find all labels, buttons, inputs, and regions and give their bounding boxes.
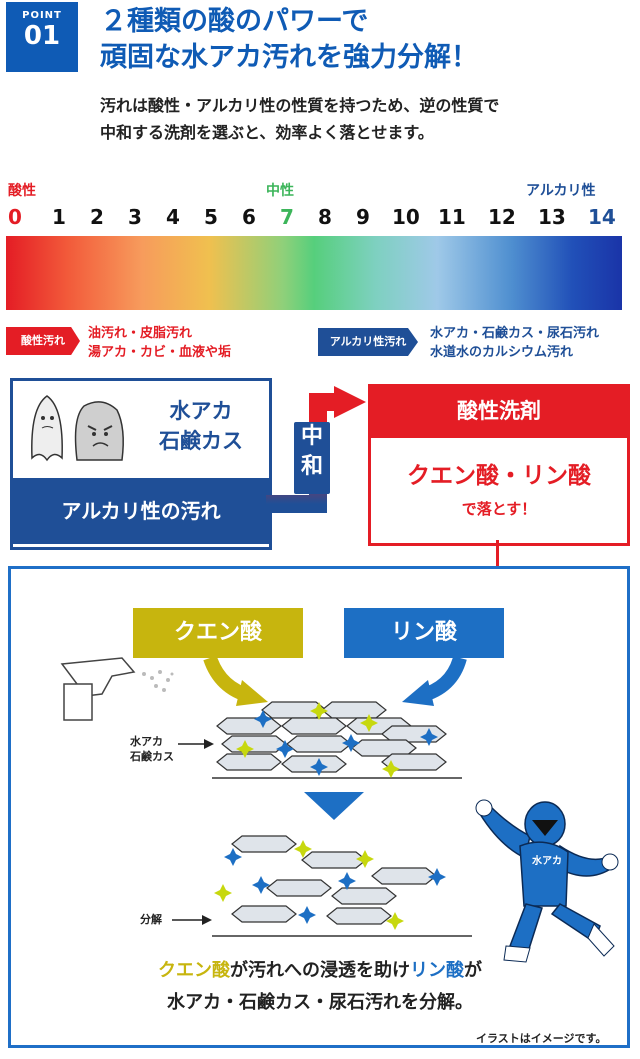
acid-detergent-sub: で落とす！ (461, 500, 537, 518)
title-line-2: 頑固な水アカ汚れを強力分解！ (100, 42, 478, 73)
caption-end: が (464, 960, 482, 981)
phosphoric-acid-label: リン酸 (344, 608, 504, 658)
alkaline-dirt-bar: アルカリ性の汚れ (10, 478, 272, 544)
neutralize-char-1: 中 (300, 424, 323, 449)
dirt-layer-label: 水アカ 石鹸カス (130, 734, 174, 764)
page-title: ２種類の酸のパワーで 頑固な水アカ汚れを強力分解！ (100, 4, 640, 76)
pointer-arrow-icon (178, 739, 214, 749)
ph-number-5: 5 (204, 205, 218, 229)
ph-number-12: 12 (488, 205, 516, 229)
badge-number: 01 (23, 21, 61, 51)
dirt-label-2: 石鹸カス (130, 750, 174, 763)
acid-detergent-heading: 酸性洗剤 (368, 384, 630, 438)
alk-box-line-2: 石鹸カス (159, 429, 243, 453)
alk-box-line-1: 水アカ (169, 399, 233, 423)
blue-hero-character (475, 799, 619, 963)
ph-number-3: 3 (128, 205, 142, 229)
ph-number-11: 11 (438, 205, 466, 229)
caption-citric: クエン酸 (158, 960, 230, 981)
down-arrow-icon (304, 792, 364, 820)
lead-text: 汚れは酸性・アルカリ性の性質を持つため、逆の性質で 中和する洗剤を選ぶと、効率よ… (100, 92, 499, 146)
neutral-label: 中性 (266, 183, 294, 199)
dirt-characters-illustration (31, 395, 124, 462)
point-badge: POINT 01 (6, 2, 78, 72)
dirt-label-1: 水アカ (130, 735, 163, 748)
ph-number-2: 2 (90, 205, 104, 229)
alk-desc-line-1: 水アカ・石鹸カス・尿石汚れ (430, 326, 600, 341)
acid-dirt-tag: 酸性汚れ (6, 327, 80, 355)
pointer-arrow-icon-2 (172, 915, 212, 925)
acid-flow-arrows-icon (203, 658, 467, 706)
alkaline-dirt-desc: 水アカ・石鹸カス・尿石汚れ 水道水のカルシウム汚れ (430, 324, 599, 362)
ph-number-10: 10 (392, 205, 420, 229)
decompose-label: 分解 (140, 913, 162, 926)
ph-number-1: 1 (52, 205, 66, 229)
ph-number-4: 4 (166, 205, 180, 229)
acidic-label: 酸性 (8, 183, 36, 199)
badge-label: POINT (22, 10, 62, 21)
ph-number-8: 8 (318, 205, 332, 229)
panel-caption: クエン酸が汚れへの浸透を助けリン酸が 水アカ・石鹸カス・尿石汚れを分解。 (20, 955, 620, 1019)
alkaline-label: アルカリ性 (526, 183, 596, 199)
alk-desc-line-2: 水道水のカルシウム汚れ (430, 345, 574, 360)
caption-phos: リン酸 (410, 960, 464, 981)
ph-number-0: 0 (8, 205, 22, 229)
lead-line-1: 汚れは酸性・アルカリ性の性質を持つため、逆の性質で (100, 96, 500, 115)
ph-gradient-bar (6, 236, 622, 310)
caption-mid: が汚れへの浸透を助け (230, 960, 410, 981)
neutralize-char-2: 和 (300, 454, 323, 479)
acid-desc-line-2: 湯アカ・カビ・血液や垢 (88, 345, 232, 360)
acid-dirt-desc: 油汚れ・皮脂汚れ 湯アカ・カビ・血液や垢 (88, 324, 231, 362)
hero-chest-text: 水アカ (532, 856, 562, 867)
explanation-panel (8, 566, 630, 1048)
lead-line-2: 中和する洗剤を選ぶと、効率よく落とせます。 (100, 123, 434, 142)
decomposed-dirt-illustration (212, 835, 472, 937)
ph-number-14: 14 (588, 205, 616, 229)
acid-desc-line-1: 油汚れ・皮脂汚れ (88, 326, 193, 341)
illustration-note: イラストはイメージです。 (476, 1032, 607, 1045)
ph-number-7: 7 (280, 205, 294, 229)
spray-bottle-icon (60, 657, 174, 721)
dirt-stack-illustration (212, 701, 462, 779)
alkaline-box-text: 水アカ 石鹸カス (152, 396, 250, 456)
acid-detergent-main: クエン酸・リン酸 (407, 463, 591, 489)
ph-number-6: 6 (242, 205, 256, 229)
connector-line (496, 540, 499, 568)
ph-number-13: 13 (538, 205, 566, 229)
alkaline-dirt-tag: アルカリ性汚れ (318, 328, 418, 356)
caption-line-2: 水アカ・石鹸カス・尿石汚れを分解。 (167, 992, 473, 1013)
citric-acid-label: クエン酸 (133, 608, 303, 658)
neutralize-label: 中 和 (294, 422, 330, 494)
caption-line-1: クエン酸が汚れへの浸透を助けリン酸が (20, 955, 620, 987)
ph-number-9: 9 (356, 205, 370, 229)
title-line-1: ２種類の酸のパワーで (100, 6, 369, 37)
